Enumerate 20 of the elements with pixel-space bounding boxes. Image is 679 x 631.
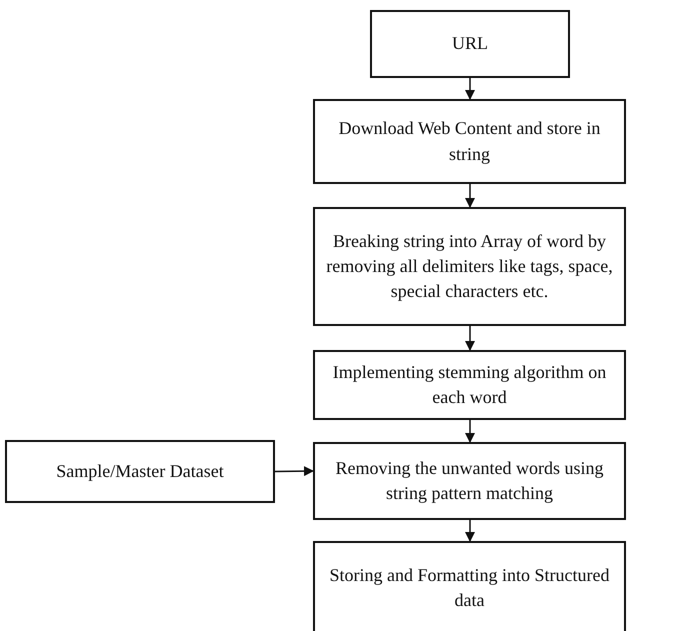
process-box [313,207,626,326]
arrow [465,184,475,208]
arrow [274,466,314,476]
arrow [465,326,475,351]
process-box [313,442,626,520]
box-text: Download Web Content and store in string [338,117,602,166]
process-box [313,541,626,631]
arrow [465,78,475,100]
box-text: URL [452,32,488,56]
process-box [370,10,570,78]
box-text: Breaking string into Array of word by removing all delimiters like tags, space, special characters etc. [325,230,614,304]
box-text: Removing the unwanted words using string pattern matching [334,456,604,505]
process-box [5,440,275,503]
arrow [465,520,475,542]
box-text: Sample/Master Dataset [56,460,224,483]
box-text: Storing and Formatting into Structured data [328,564,610,612]
process-box [313,350,626,420]
box-text: Implementing stemming algorithm on each word [332,360,608,409]
process-box [313,99,626,184]
arrow [465,420,475,443]
